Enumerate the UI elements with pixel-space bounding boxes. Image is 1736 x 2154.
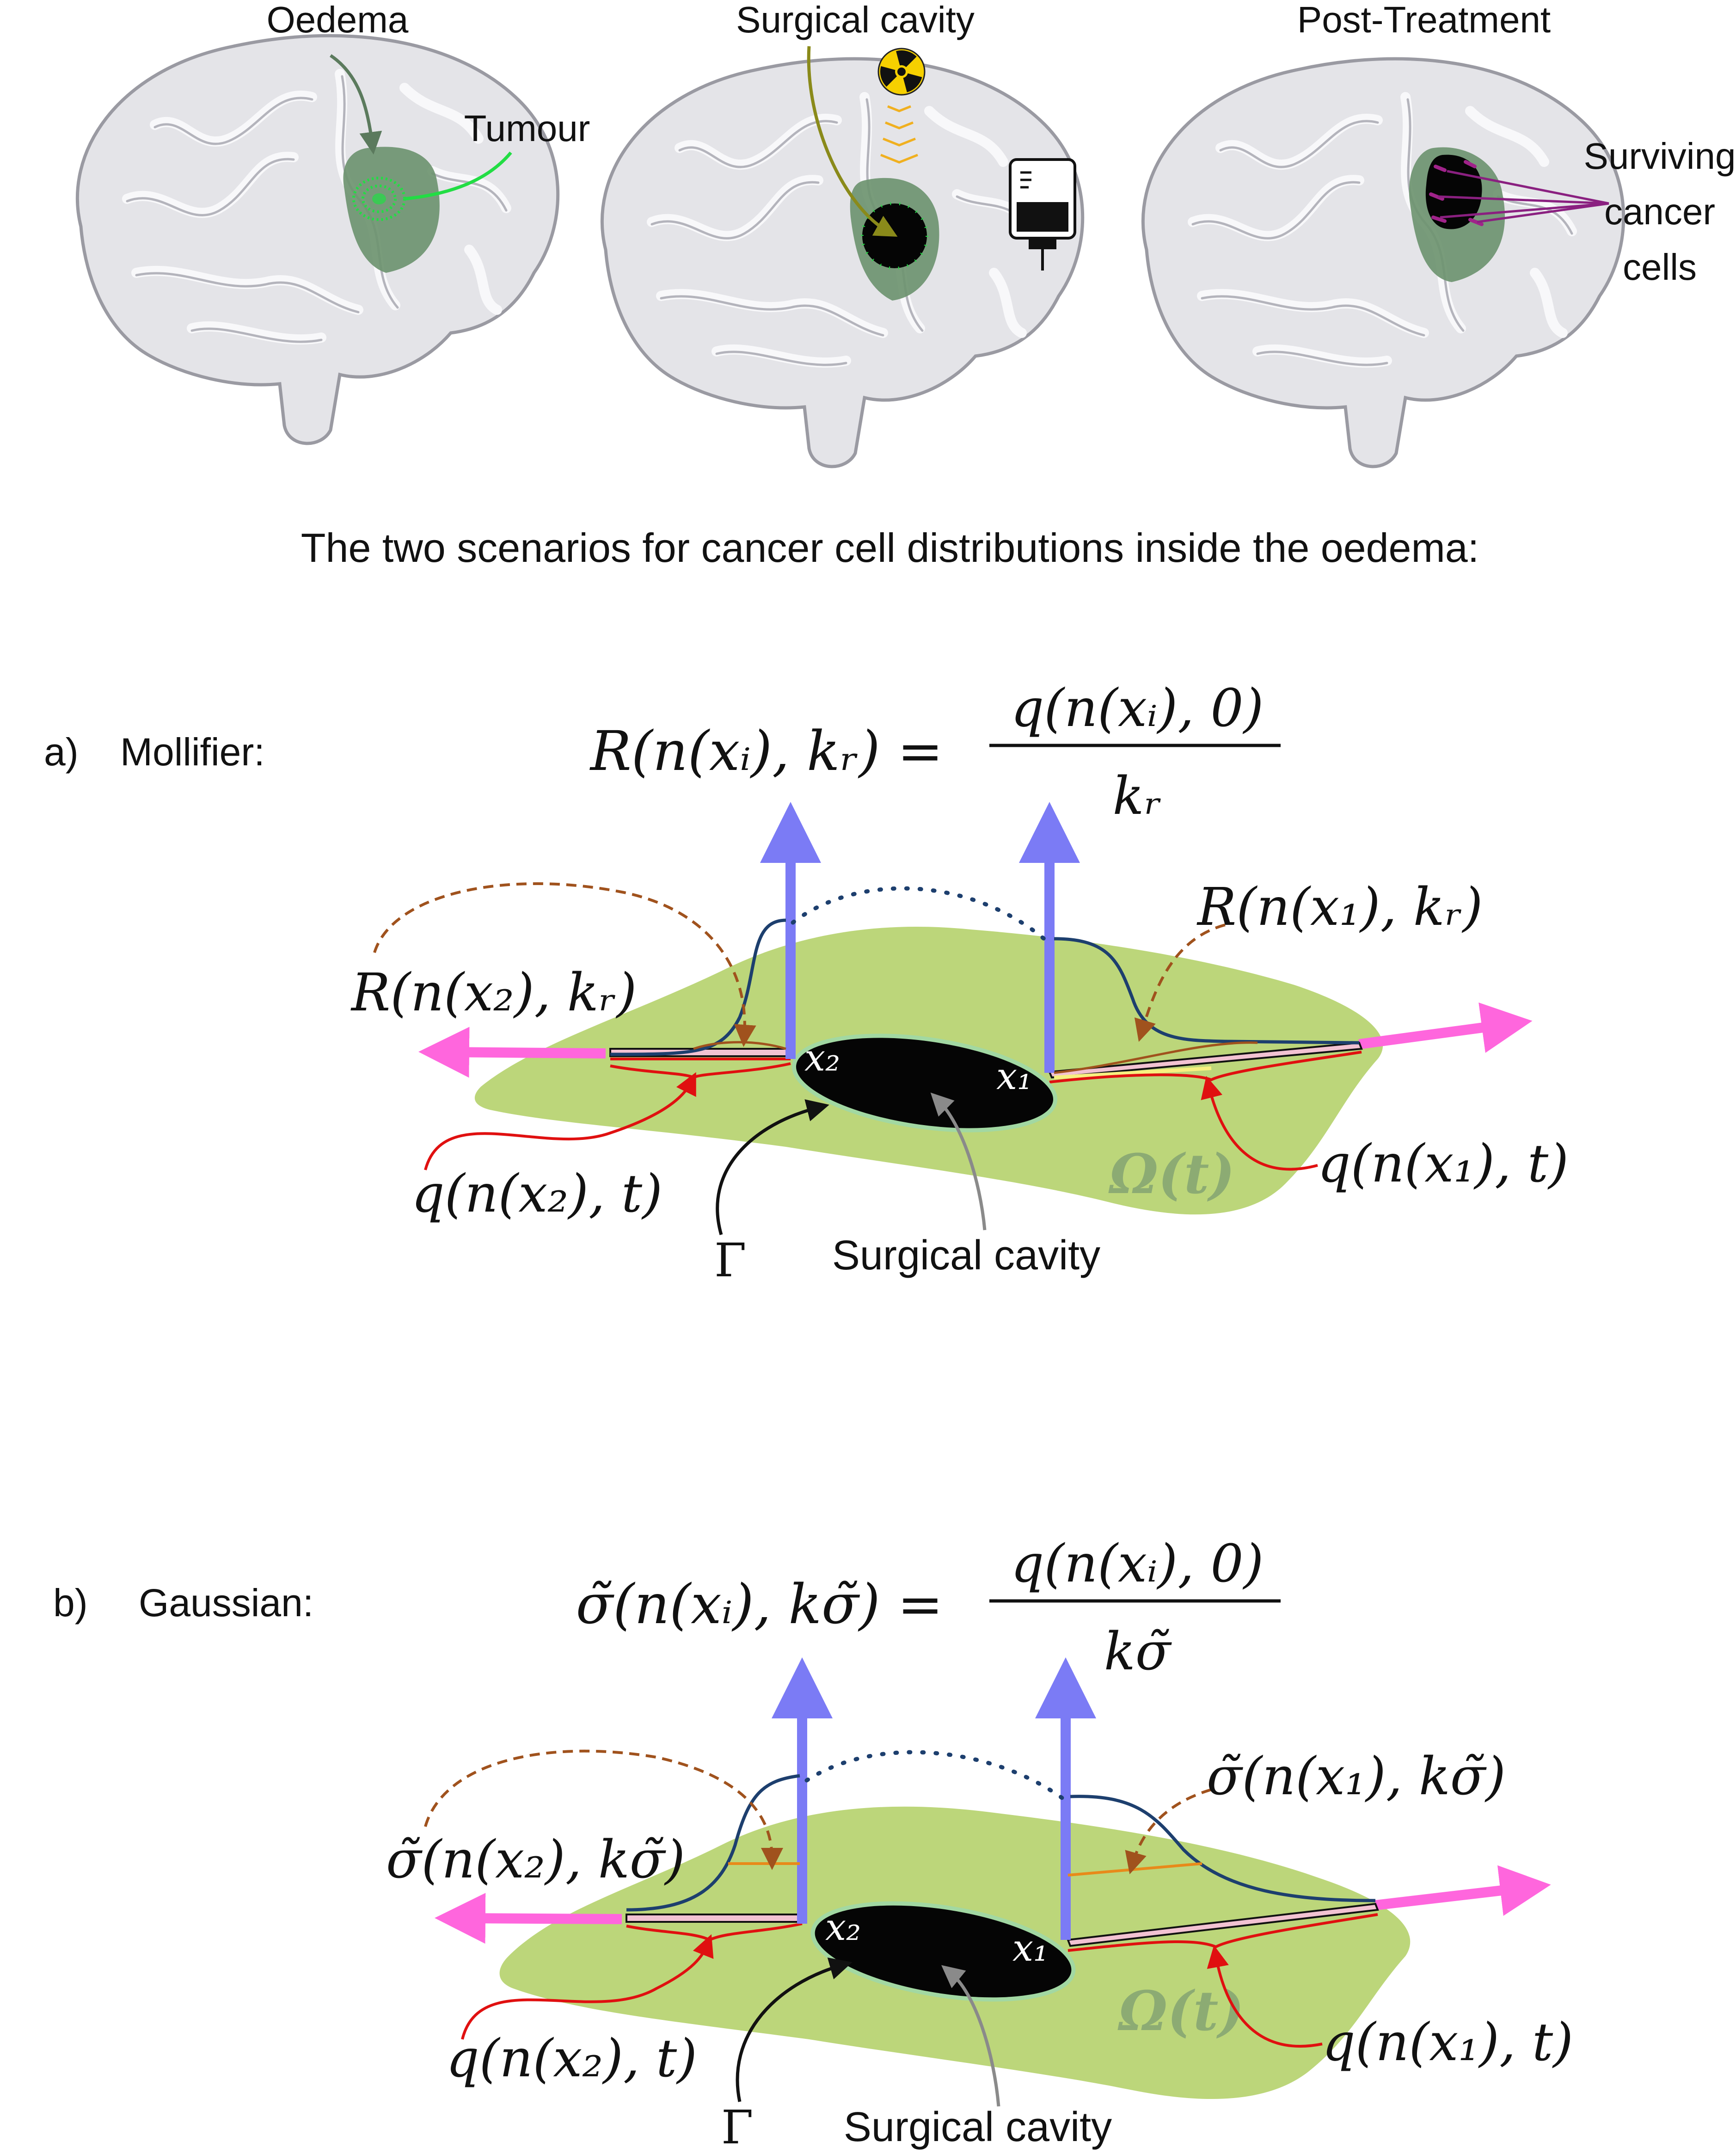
- formula-b-denominator: kσ̃: [1104, 1622, 1172, 1682]
- q-label-x1-a: q(n(x₁), t): [1318, 1134, 1569, 1194]
- oedema-region: [343, 147, 440, 273]
- pointer-func-x2-a: [373, 882, 756, 1047]
- brain-panel-surgery: [602, 46, 1082, 467]
- oedema-label: Oedema: [267, 0, 409, 40]
- x2-label-a: x₂: [804, 1036, 840, 1079]
- formula-a-numerator: q(n(xᵢ), 0): [1011, 678, 1264, 739]
- dotted-arc-b: [804, 1750, 1066, 1801]
- cells-label: cells: [1623, 246, 1697, 288]
- domain-label-b: Ω(t): [1117, 1979, 1244, 2043]
- tumour-pointer: [404, 151, 512, 201]
- x1-label-b: x₁: [1012, 1926, 1048, 1969]
- scenario-b: b) Gaussian: σ̃(n(xᵢ), kσ̃) = q(n(xᵢ), 0…: [53, 1534, 1573, 2154]
- mollifier-curve-x2-a: [610, 918, 786, 1056]
- func-label-x1-a: R(n(x₁), kᵣ): [1196, 877, 1483, 937]
- brain-panel-post-treatment: [1143, 59, 1623, 467]
- tumour-label: Tumour: [464, 108, 590, 149]
- mollifier-curve-x1-a: [1054, 937, 1360, 1045]
- surgical-cavity-a: [791, 1034, 1058, 1132]
- brain-1-image: [77, 36, 558, 443]
- cavity-label-a: Surgical cavity: [832, 1232, 1100, 1279]
- oedema-pointer: [330, 54, 382, 155]
- radiation-icon: [877, 48, 926, 96]
- axis-x2-b: [435, 1893, 622, 1944]
- axis-x2-a: [418, 1027, 606, 1078]
- domain-label-a: Ω(t): [1108, 1142, 1235, 1206]
- pointer-gamma-a: [716, 1099, 829, 1235]
- iv-bag-icon: [1009, 158, 1076, 271]
- x1-label-a: x₁: [996, 1055, 1032, 1098]
- radiation-waves: [880, 105, 918, 164]
- brain-3-image: [1143, 59, 1623, 467]
- formula-b-lhs: σ̃(n(xᵢ), kσ̃) =: [576, 1572, 943, 1636]
- pointer-cavity-a: [930, 1092, 987, 1231]
- gaussian-curve-x1-b: [1070, 1795, 1376, 1902]
- q-label-x2-b: q(n(x₂), t): [446, 2029, 697, 2089]
- cancer-label: cancer: [1604, 191, 1715, 232]
- scenario-a: a) Mollifier: R(n(xᵢ), kᵣ) = q(n(xᵢ), 0)…: [44, 678, 1569, 1287]
- resection-region: [1425, 154, 1482, 229]
- formula-a-lhs: R(n(xᵢ), kᵣ) =: [589, 719, 943, 783]
- scenario-b-name: Gaussian:: [139, 1581, 313, 1625]
- cavity-pointer: [807, 46, 898, 237]
- scenario-b-letter: b): [53, 1581, 88, 1625]
- gaussian-curve-x2-b: [626, 1774, 800, 1912]
- gamma-label-a: Γ: [714, 1233, 746, 1287]
- brain-2-image: [602, 59, 1082, 467]
- surgical-cavity-region: [861, 202, 928, 270]
- scenarios-heading: The two scenarios for cancer cell distri…: [301, 525, 1479, 571]
- brain-panel-oedema: [77, 36, 558, 443]
- scenario-a-name: Mollifier:: [120, 730, 265, 774]
- func-label-x2-b: σ̃(n(x₂), kσ̃): [386, 1830, 685, 1890]
- mollifier-level-x1-a: [1054, 1041, 1258, 1074]
- post-treatment-title: Post-Treatment: [1297, 0, 1551, 40]
- pointer-cavity-b: [941, 1965, 1000, 2107]
- surgical-cavity-title: Surgical cavity: [736, 0, 975, 40]
- pointer-q-x1-a: [1201, 1076, 1318, 1171]
- surgical-cavity-b: [810, 1901, 1076, 2002]
- func-label-x1-b: σ̃(n(x₁), kσ̃): [1207, 1747, 1506, 1807]
- pointer-q-x2-b: [461, 1934, 714, 2040]
- surviving-cells: [1429, 160, 1484, 226]
- surviving-label: Surviving: [1583, 135, 1736, 177]
- pointer-q-x1-b: [1207, 1945, 1323, 2048]
- gamma-label-b: Γ: [721, 2100, 753, 2152]
- pointer-gamma-b: [736, 1957, 853, 2102]
- pointer-func-x1-b: [1125, 1788, 1212, 1875]
- pointer-func-x2-b: [424, 1749, 783, 1870]
- formula-b-numerator: q(n(xᵢ), 0): [1011, 1534, 1264, 1594]
- pointer-q-x2-a: [424, 1072, 696, 1170]
- func-label-x2-a: R(n(x₂), kᵣ): [350, 963, 637, 1023]
- axis-x1-a: [1358, 1002, 1533, 1053]
- scenario-a-letter: a): [44, 730, 79, 774]
- surviving-cells-pointers: [1437, 170, 1609, 223]
- pointer-func-x1-a: [1134, 923, 1226, 1042]
- axis-x1-b: [1374, 1865, 1551, 1916]
- q-label-x2-a: q(n(x₂), t): [411, 1164, 663, 1224]
- q-label-x1-b: q(n(x₁), t): [1322, 2012, 1573, 2073]
- cavity-label-b: Surgical cavity: [844, 2104, 1112, 2150]
- formula-a-denominator: kᵣ: [1113, 766, 1162, 826]
- x2-label-b: x₂: [825, 1906, 861, 1949]
